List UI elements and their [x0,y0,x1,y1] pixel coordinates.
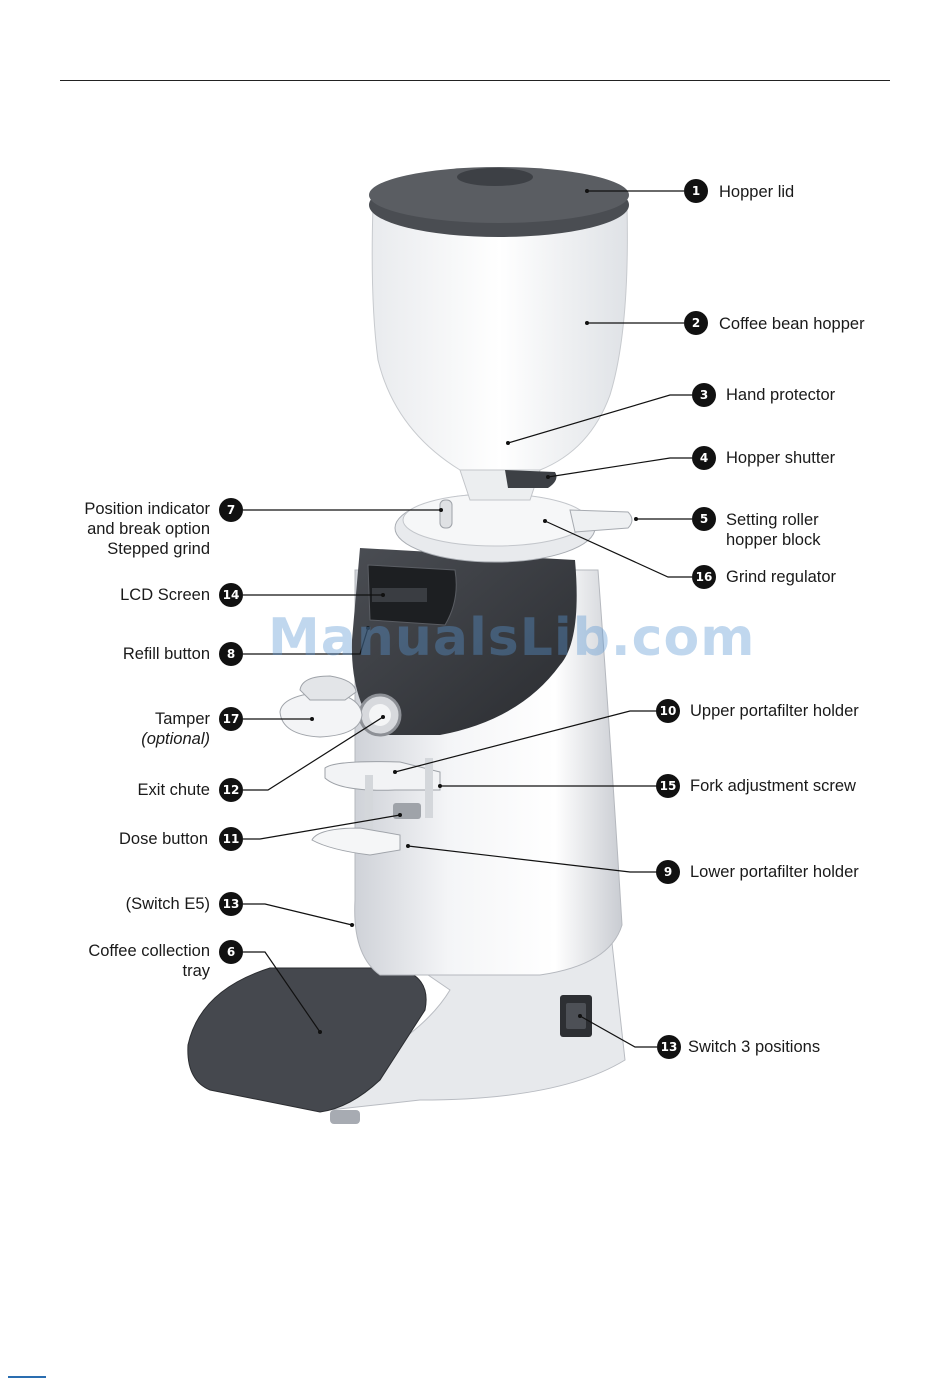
callout-badge-10: 10 [656,699,680,723]
label-coffee-collection-tray-line2: tray [182,962,210,980]
label-setting-roller-line2: hopper block [726,531,821,549]
label-position-indicator-line3: Stepped grind [107,540,210,558]
hopper-shutter [505,470,557,488]
label-dose-button: Dose button [119,830,208,848]
callout-badge-3: 3 [692,383,716,407]
callout-badge-4: 4 [692,446,716,470]
header-rule [60,80,890,81]
label-lcd-screen: LCD Screen [120,586,210,604]
callout-badge-13-e5: 13 [219,892,243,916]
watermark: ManualsLib.com [268,608,756,668]
label-switch-3-positions: Switch 3 positions [688,1038,821,1056]
label-upper-portafilter-holder: Upper portafilter holder [690,702,859,720]
callout-badge-17: 17 [219,707,243,731]
callout-badge-9: 9 [656,860,680,884]
label-position-indicator: Position indicator and break option Step… [84,499,210,559]
lower-portafilter-holder [311,827,401,856]
label-coffee-collection-tray: Coffee collection tray [88,941,210,981]
label-tamper-line2: (optional) [141,730,210,748]
label-grind-regulator: Grind regulator [726,568,837,586]
label-fork-adjustment-screw: Fork adjustment screw [690,777,856,795]
upper-portafilter-holder [324,761,441,791]
label-position-indicator-line2: and break option [87,520,210,538]
label-hand-protector: Hand protector [726,386,836,404]
label-setting-roller: Setting roller hopper block [726,510,820,550]
callout-badge-16: 16 [692,565,716,589]
callout-badge-11: 11 [219,827,243,851]
callout-badge-8: 8 [219,642,243,666]
coffee-collection-tray [187,967,427,1113]
callout-badge-14: 14 [219,583,243,607]
label-hopper-lid: Hopper lid [719,183,795,201]
footer-mark [8,1376,46,1378]
label-refill-button: Refill button [122,645,210,663]
callout-badge-7: 7 [219,498,243,522]
label-lower-portafilter-holder: Lower portafilter holder [690,863,859,881]
label-setting-roller-line1: Setting roller [726,511,819,529]
label-tamper-line1: Tamper [154,710,210,728]
callout-badge-2: 2 [684,311,708,335]
callout-badge-15: 15 [656,774,680,798]
label-position-indicator-line1: Position indicator [84,500,210,518]
grinder-foot [330,1110,360,1124]
callout-badge-6: 6 [219,940,243,964]
label-exit-chute: Exit chute [137,781,210,799]
label-switch-e5: (Switch E5) [125,895,210,913]
callout-badge-13-switch: 13 [657,1035,681,1059]
position-indicator [439,499,453,529]
tamper [279,691,363,738]
coffee-bean-hopper [371,204,628,471]
setting-roller [569,509,633,533]
leader-dots [310,189,638,1034]
label-coffee-bean-hopper: Coffee bean hopper [719,315,865,333]
callout-badge-12: 12 [219,778,243,802]
callout-badge-1: 1 [684,179,708,203]
callout-badge-5: 5 [692,507,716,531]
label-hopper-shutter: Hopper shutter [726,449,836,467]
label-tamper: Tamper (optional) [141,709,210,749]
leader-lines [243,190,692,1048]
label-coffee-collection-tray-line1: Coffee collection [88,942,210,960]
